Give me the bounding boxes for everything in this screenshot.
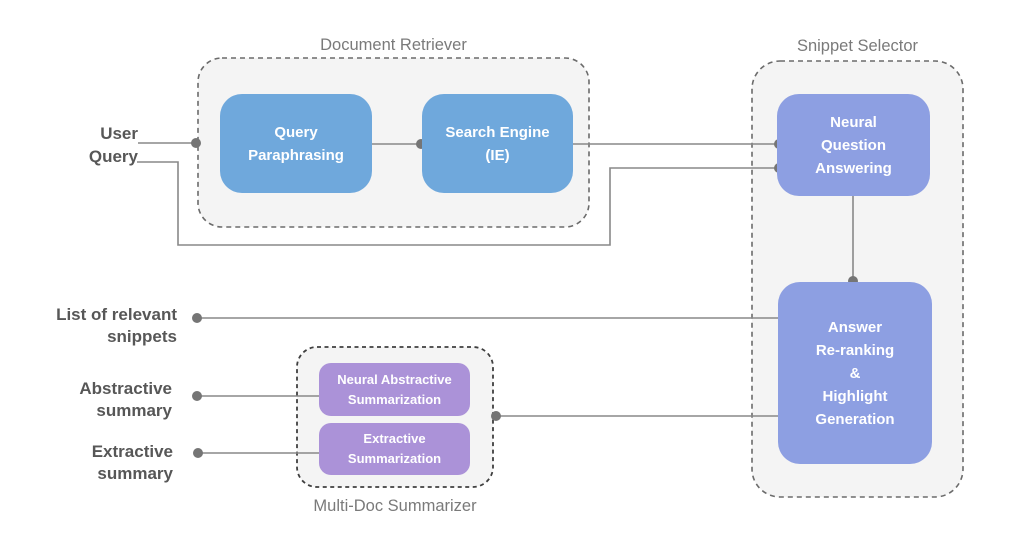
io-label-extractive-summary: Extractive summary xyxy=(40,441,173,485)
node-label-line: & xyxy=(849,364,861,382)
io-label-line: List of relevant xyxy=(56,305,177,324)
io-label-line: Query xyxy=(88,147,138,166)
node-label-line: Answer xyxy=(827,318,883,336)
connector-dot-abstractive xyxy=(192,391,202,401)
node-label-line: Summarization xyxy=(347,451,442,466)
node-extractive-summarization: Extractive Summarization xyxy=(319,423,470,475)
node-label-line: Neural Abstractive xyxy=(337,371,452,387)
node-answer-reranking-highlight-generation: Answer Re-ranking & Highlight Generation xyxy=(778,282,932,464)
node-label-line: Paraphrasing xyxy=(248,146,344,164)
node-label-line: Neural xyxy=(830,113,877,131)
io-label-user-query: User Query xyxy=(40,122,138,168)
node-label-line: Answering xyxy=(815,159,892,177)
connector-dot-summarizer-output xyxy=(491,411,501,421)
io-label-line: summary xyxy=(97,464,173,483)
connector-dot-user-query xyxy=(191,138,201,148)
container-title-document-retriever: Document Retriever xyxy=(320,36,467,54)
node-label-line: (IE) xyxy=(485,146,510,164)
io-label-line: summary xyxy=(96,401,172,420)
node-query-paraphrasing: Query Paraphrasing xyxy=(220,94,372,193)
io-label-line: User xyxy=(100,124,138,143)
node-label-line: Question xyxy=(820,136,886,154)
node-search-engine: Search Engine (IE) xyxy=(422,94,573,193)
wire-query-to-neural-qa xyxy=(137,161,778,246)
node-label-line: Search Engine xyxy=(445,123,550,141)
io-label-list-of-relevant-snippets: List of relevant snippets xyxy=(17,304,177,348)
io-label-line: Abstractive xyxy=(79,379,172,398)
io-label-abstractive-summary: Abstractive summary xyxy=(40,378,172,422)
node-label-line: Re-ranking xyxy=(815,341,895,359)
node-label-line: Highlight xyxy=(822,387,888,405)
connector-dot-extractive xyxy=(193,448,203,458)
io-label-line: Extractive xyxy=(91,442,173,461)
node-neural-question-answering: Neural Question Answering xyxy=(777,94,930,196)
node-neural-abstractive-summarization: Neural Abstractive Summarization xyxy=(319,363,470,416)
connector-dot-snippets xyxy=(192,313,202,323)
node-label-line: Generation xyxy=(815,410,895,428)
io-label-line: snippets xyxy=(107,327,177,346)
node-label-line: Summarization xyxy=(347,391,442,407)
container-title-multi-doc-summarizer: Multi-Doc Summarizer xyxy=(313,497,477,515)
node-label-line: Query xyxy=(274,123,318,141)
container-title-snippet-selector: Snippet Selector xyxy=(796,37,919,55)
node-label-line: Extractive xyxy=(363,431,426,446)
